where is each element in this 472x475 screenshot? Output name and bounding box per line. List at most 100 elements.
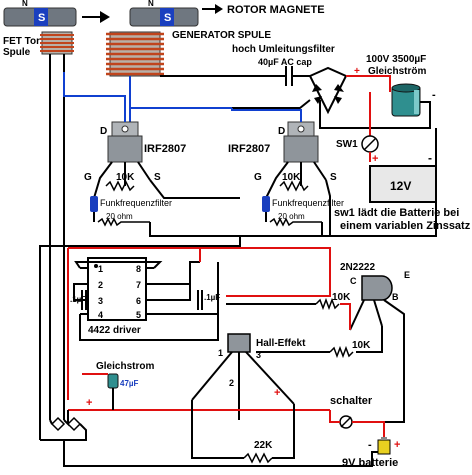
cap-label: 47µF [120, 379, 139, 388]
wire [319, 100, 431, 129]
ohm-label: 20 ohm [278, 212, 305, 221]
switch-label: schalter [330, 395, 373, 407]
bypass-filter-label: hoch Umleitungsfilter [232, 44, 335, 55]
cap-label: .1µF [70, 295, 86, 304]
wire [349, 299, 365, 331]
wire [154, 283, 191, 301]
transistor-label: 2N2222 [340, 262, 375, 273]
rf-filter-right [262, 196, 270, 212]
rf-filter-label: Funkfrequenzfilter [272, 198, 344, 208]
gleichstrom-label: Gleichstrom [96, 361, 154, 372]
source-wire [149, 179, 240, 199]
battery-9v [377, 437, 391, 455]
blue-wire [129, 76, 232, 109]
battery-minus-label: - [428, 151, 432, 165]
hall-sensor [227, 333, 251, 353]
gate-wire [265, 161, 289, 199]
n-pole-label: N [22, 0, 28, 8]
positive-wire [352, 421, 385, 440]
resistor-label: 10K [116, 172, 135, 183]
pin-label: 3 [256, 350, 261, 360]
resistor-icon [269, 217, 322, 227]
generator-coil [106, 31, 164, 77]
rotor-magnet-right: S N [129, 0, 199, 27]
resistor-label: 10K [352, 340, 371, 351]
sw1-note: sw1 lädt die Batterie bei [334, 207, 459, 219]
resistor-label: 22K [254, 440, 273, 451]
rotor-magnet-label: ROTOR MAGNETE [227, 4, 325, 16]
driver-ic [87, 257, 147, 321]
wire [272, 410, 295, 459]
gate-wire [93, 161, 113, 199]
sw1-switch-icon[interactable] [361, 135, 379, 153]
source-wire [137, 161, 151, 181]
plus-sign: + [394, 439, 400, 451]
wire [79, 262, 219, 341]
hall-pin-wire [245, 351, 295, 405]
pin-label: 6 [136, 296, 141, 306]
ac-capacitor [285, 66, 293, 86]
positive-wire [226, 262, 331, 297]
hall-label: Hall-Effekt [256, 338, 306, 349]
transistor [361, 275, 393, 301]
main-cap-label: 100V 3500µF [366, 54, 426, 65]
capacitor-icon [81, 290, 87, 310]
resistor-icon [105, 180, 135, 192]
sw1-note: einem variablen Zinssatz [340, 220, 471, 232]
s-pole-label: S [164, 12, 171, 24]
resistor-icon [97, 217, 150, 227]
pin-label: 2 [98, 280, 103, 290]
arrow-icon [82, 11, 110, 23]
sw1-label: SW1 [336, 139, 358, 150]
fet-coil [40, 31, 74, 55]
minus-sign: - [432, 89, 436, 101]
wire [63, 410, 69, 427]
capacitor-icon [197, 290, 203, 310]
drain-label: D [100, 126, 107, 137]
gate-label: G [254, 172, 262, 183]
mosfet-left [107, 121, 143, 163]
resistor-icon [279, 180, 309, 192]
blue-wire [63, 72, 126, 110]
cap-label: .1µF [204, 293, 220, 302]
resistor-label: 10K [282, 172, 301, 183]
positive-wire [199, 247, 331, 262]
wire [64, 423, 87, 441]
wire [73, 283, 80, 301]
pin-label: B [392, 292, 399, 302]
battery-12v: 12V [369, 165, 437, 203]
pin-label: 2 [229, 378, 234, 388]
arrow-icon [202, 4, 223, 14]
battery-plus-label: + [372, 153, 378, 165]
minus-sign: - [368, 439, 372, 451]
n-pole-label: N [148, 0, 154, 8]
battery-12v-label: 12V [390, 179, 411, 193]
rotor-magnet-left: S N [3, 0, 77, 27]
capacitor-47uf [107, 373, 119, 389]
ground-wire [240, 202, 437, 237]
driver-label: 4422 driver [88, 325, 141, 336]
small-rectifier [50, 416, 82, 432]
drain-label: D [278, 126, 285, 137]
pin-label: 3 [98, 296, 103, 306]
ac-cap-label: 40µF AC cap [258, 57, 312, 67]
positive-wire [346, 75, 391, 92]
wire [373, 299, 383, 327]
resistor-icon [329, 345, 354, 359]
schalter-switch-icon[interactable] [339, 415, 353, 429]
pin-label: 1 [98, 264, 103, 274]
fet-coil-label: Spule [3, 47, 31, 58]
pin-label: 5 [136, 310, 141, 320]
positive-wire [340, 303, 351, 330]
pin-label: 8 [136, 264, 141, 274]
blue-wire [231, 108, 302, 122]
source-wire [325, 179, 331, 236]
source-label: S [330, 172, 337, 183]
ground-bus [39, 222, 241, 440]
mosfet-label: IRF2807 [228, 143, 270, 155]
bridge-rectifier [308, 66, 348, 115]
wire [191, 410, 244, 459]
positive-wire [329, 410, 340, 423]
